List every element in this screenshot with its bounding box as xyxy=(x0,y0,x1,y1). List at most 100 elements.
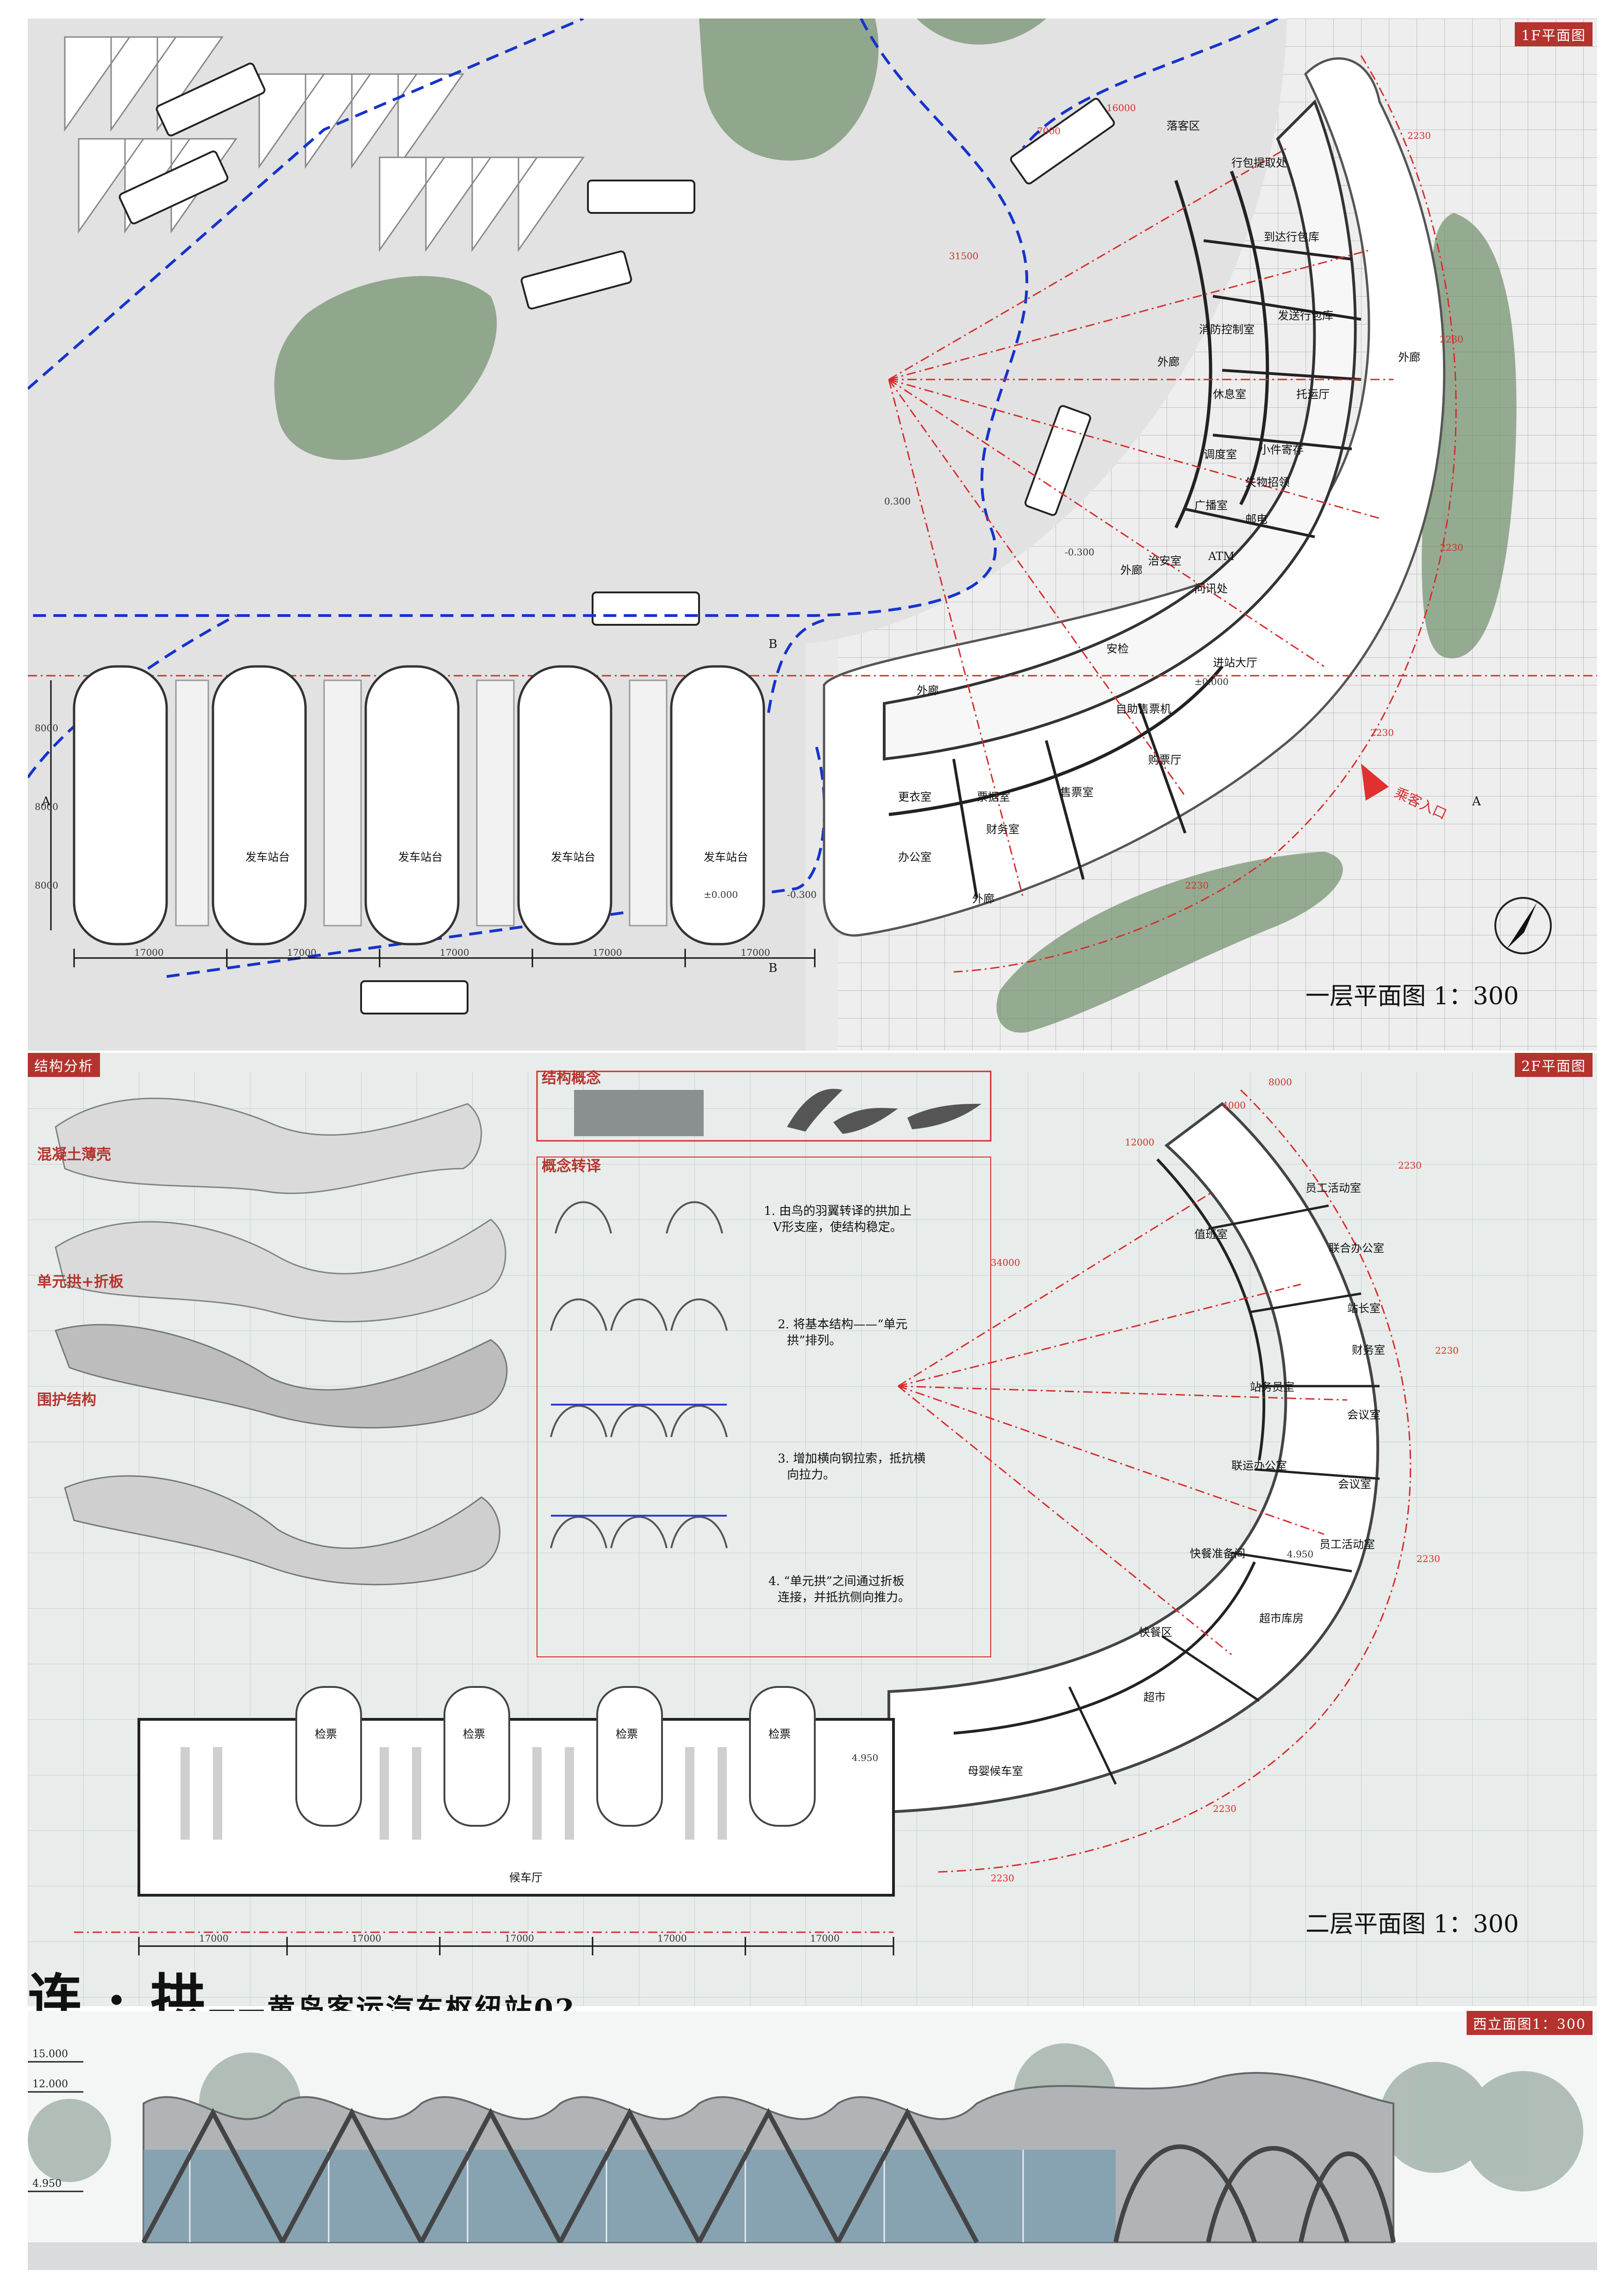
floor1-tag: 1F平面图 xyxy=(1515,22,1593,46)
room-label: 票据室 xyxy=(977,790,1010,803)
dim-label: 2230 xyxy=(1435,1345,1459,1356)
room-label: 外廊 xyxy=(1120,564,1143,577)
room-label: 财务室 xyxy=(986,823,1019,836)
room-label: 超市库房 xyxy=(1259,1612,1304,1625)
dim-label: 17000 xyxy=(199,1933,229,1944)
dim-label: 31500 xyxy=(949,250,979,261)
room-label: 母婴候车室 xyxy=(968,1765,1023,1778)
elevation-tag: 西立面图1：300 xyxy=(1466,2011,1593,2035)
room-label: 检票 xyxy=(463,1728,485,1741)
room-label: 办公室 xyxy=(898,851,931,864)
second-floor-panel: 结构分析 2F平面图 混凝土薄壳 单元拱+折板 围护结构 结构概念 概念转译 xyxy=(28,1053,1597,2006)
dim-label: 17000 xyxy=(287,947,317,958)
room-label: 售票室 xyxy=(1060,786,1093,799)
floor1-drawing: 落客区 行包提取处 到达行包库 发送行包库 消防控制室 休息室 托运厅 小件寄存… xyxy=(28,19,1597,1051)
structure-tag: 结构分析 xyxy=(28,1053,100,1077)
dim-label: 17000 xyxy=(505,1933,534,1944)
dim-label: 17000 xyxy=(352,1933,381,1944)
north-arrow-icon xyxy=(1494,897,1552,954)
dim-label: 2230 xyxy=(1440,542,1463,553)
room-label: 检票 xyxy=(768,1728,791,1741)
room-label: 广播室 xyxy=(1194,499,1228,512)
elevation-level: 15.000 xyxy=(32,2048,68,2060)
section-mark: A xyxy=(41,795,51,809)
room-label: 外廊 xyxy=(1157,355,1180,368)
room-label: 员工活动室 xyxy=(1305,1182,1361,1195)
dim-label: 17000 xyxy=(657,1933,687,1944)
room-label: 发车站台 xyxy=(398,851,443,864)
room-label: 快餐区 xyxy=(1139,1626,1172,1639)
floor2-drawing: 混凝土薄壳 单元拱+折板 围护结构 结构概念 概念转译 1. 由鸟的羽翼转译的拱… xyxy=(28,1069,1597,2006)
entrance-arrow-icon xyxy=(1361,764,1389,801)
room-label: 外廊 xyxy=(1398,351,1420,364)
step-text: 拱”排列。 xyxy=(787,1334,841,1348)
room-label: 超市 xyxy=(1143,1691,1166,1704)
floor2-tag: 2F平面图 xyxy=(1515,1053,1593,1077)
structure-label: 围护结构 xyxy=(37,1391,96,1408)
room-label: 候车厅 xyxy=(509,1871,543,1884)
dim-label: 2230 xyxy=(1370,727,1394,738)
room-label: 邮电 xyxy=(1245,513,1268,526)
room-label: 发车站台 xyxy=(245,851,290,864)
dim-label: 4000 xyxy=(1222,1100,1246,1111)
dim-label: 7000 xyxy=(1037,125,1061,137)
level-label: 4.950 xyxy=(852,1752,878,1763)
level-label: ±0.000 xyxy=(1194,676,1229,687)
room-label: 到达行包库 xyxy=(1264,230,1319,243)
room-label: 员工活动室 xyxy=(1319,1538,1375,1551)
room-label: 发送行包库 xyxy=(1278,309,1333,322)
elevation-drawing: 15.000 12.000 4.950 xyxy=(28,2043,1597,2270)
room-label: ATM xyxy=(1208,550,1235,563)
dim-label: 17000 xyxy=(810,1933,840,1944)
dim-label: 8000 xyxy=(35,880,58,891)
dim-label: 2230 xyxy=(1407,130,1431,141)
dim-label: 34000 xyxy=(991,1257,1020,1268)
section-mark: B xyxy=(768,637,777,651)
transform-title: 概念转译 xyxy=(542,1157,601,1175)
dim-label: 2230 xyxy=(1185,880,1209,891)
structure-label: 混凝土薄壳 xyxy=(37,1145,111,1163)
room-label: 站长室 xyxy=(1347,1302,1380,1315)
floor2-caption: 二层平面图 1：300 xyxy=(1305,1910,1519,1938)
room-label: 财务室 xyxy=(1352,1344,1385,1356)
room-label: 值班室 xyxy=(1194,1228,1228,1241)
room-label: 调度室 xyxy=(1204,448,1237,461)
dim-label: 2230 xyxy=(1398,1160,1422,1171)
section-mark: A xyxy=(1472,795,1481,809)
wing-icon xyxy=(574,1089,981,1136)
elevation-level: 12.000 xyxy=(32,2078,68,2090)
concept-title: 结构概念 xyxy=(542,1069,601,1087)
room-label: 检票 xyxy=(616,1728,638,1741)
step-text: 1. 由鸟的羽翼转译的拱加上 xyxy=(764,1204,912,1218)
level-label: -0.300 xyxy=(787,889,817,900)
section-mark: B xyxy=(768,961,777,975)
room-label: 外廊 xyxy=(972,892,994,905)
room-label: 治安室 xyxy=(1148,554,1181,567)
level-label: -0.300 xyxy=(1065,547,1094,558)
room-label: 休息室 xyxy=(1213,388,1246,401)
step-text: 2. 将基本结构——“单元 xyxy=(778,1318,907,1332)
room-label: 检票 xyxy=(315,1728,337,1741)
room-label: 问讯处 xyxy=(1194,582,1228,595)
dim-label: 12000 xyxy=(1125,1137,1155,1148)
dim-label: 17000 xyxy=(440,947,469,958)
elevation-level: 4.950 xyxy=(32,2178,62,2190)
room-label: 发车站台 xyxy=(551,851,595,864)
dim-label: 8000 xyxy=(35,801,58,812)
room-label: 外廊 xyxy=(917,684,939,697)
room-label: 发车站台 xyxy=(704,851,748,864)
room-label: 消防控制室 xyxy=(1199,323,1255,336)
room-label: 快餐准备间 xyxy=(1190,1547,1245,1560)
dim-label: 2230 xyxy=(1440,334,1463,345)
floor1-caption: 一层平面图 1：300 xyxy=(1305,983,1519,1010)
dim-label: 16000 xyxy=(1106,102,1136,113)
room-label: 安检 xyxy=(1106,642,1129,655)
level-label: ±0.000 xyxy=(704,889,738,900)
step-text: 4. “单元拱”之间通过折板 xyxy=(768,1574,905,1588)
structure-label: 单元拱+折板 xyxy=(37,1273,124,1290)
room-label: 联运办公室 xyxy=(1231,1459,1287,1472)
step-text: 连接，并抵抗侧向推力。 xyxy=(778,1591,910,1605)
room-label: 进站大厅 xyxy=(1213,656,1257,669)
west-elevation-panel: 西立面图1：300 15.000 12.000 4.950 xyxy=(28,2011,1597,2270)
dim-label: 17000 xyxy=(134,947,164,958)
